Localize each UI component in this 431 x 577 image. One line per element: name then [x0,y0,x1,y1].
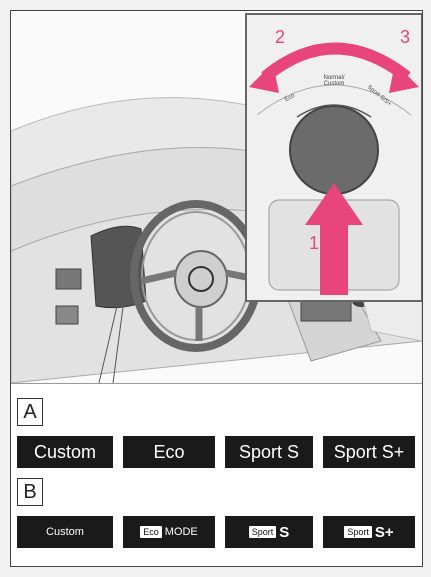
figure-frame: 2 3 1 Eco Normal/ Custom Sport S/S+ A Cu… [10,10,423,567]
indicator-b-sport-s-text: S [279,524,289,541]
indicator-b-custom: Custom [17,516,113,548]
indicator-b-eco-mode: Eco MODE [123,516,215,548]
dial-label-normal-custom: Normal/ Custom [314,75,354,87]
section-b-tag: B [17,478,43,506]
indicator-b-sport-s-box: Sport [249,526,277,538]
indicator-b-eco-text: MODE [165,526,198,538]
indicator-b-sport-s: Sport S [225,516,313,548]
drive-mode-dial-drawing [247,15,421,300]
push-arrow [320,220,348,295]
drive-mode-switch-inset: 2 3 1 Eco Normal/ Custom Sport S/S+ [245,13,423,302]
indicator-b-eco-box: Eco [140,526,162,538]
section-a-tag: A [17,398,43,426]
indicator-a-custom: Custom [17,436,113,468]
indicator-b-sport-s-plus-text: S+ [375,524,394,541]
indicator-legend: A Custom Eco Sport S Sport S+ B Custom E… [11,383,422,567]
indicator-a-sport-s-plus: Sport S+ [323,436,415,468]
arrow-number-2: 2 [275,27,285,48]
arrow-number-3: 3 [400,27,410,48]
drive-mode-dial [290,106,378,194]
arrow-number-1: 1 [309,233,319,254]
indicator-b-sport-s-plus-box: Sport [344,526,372,538]
indicator-b-sport-s-plus: Sport S+ [323,516,415,548]
indicator-b-custom-text: Custom [46,526,84,538]
indicator-a-eco: Eco [123,436,215,468]
indicator-a-sport-s: Sport S [225,436,313,468]
